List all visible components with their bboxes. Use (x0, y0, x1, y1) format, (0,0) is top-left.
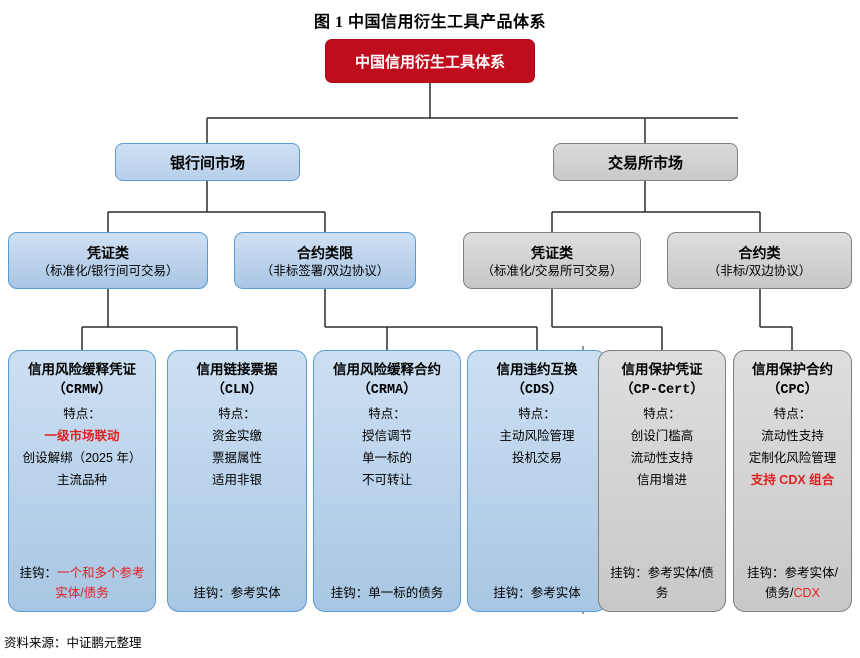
product-link: 挂钩：参考实体 (473, 583, 601, 603)
product-abbr: （CRMA） (357, 383, 417, 398)
product-feature: 适用非银 (211, 473, 262, 487)
product-link-value: 参考实体 (530, 586, 581, 600)
product-link-suffix: CDX (793, 586, 820, 600)
product-name: 信用违约互换 (496, 362, 578, 377)
product-link-value: 参考实体 (230, 586, 281, 600)
product-feature: 一级市场联动 (44, 429, 120, 443)
product-name: 信用风险缓释凭证 (28, 362, 136, 377)
product-feature: 不可转让 (361, 473, 412, 487)
node-category-interbank-certificate[interactable]: 凭证类 （标准化/银行间可交易） (8, 232, 208, 289)
product-feature-label: 特点： (773, 407, 812, 421)
node-root-label: 中国信用衍生工具体系 (354, 53, 505, 71)
node-market-interbank[interactable]: 银行间市场 (115, 143, 300, 181)
product-abbr: （CRMW） (52, 383, 112, 398)
product-abbr: （CDS） (511, 383, 563, 398)
node-category-interbank-contract[interactable]: 合约类限 （非标签署/双边协议） (234, 232, 416, 289)
product-abbr: （CP-Cert） (620, 383, 704, 398)
category-head: 凭证类 (531, 244, 573, 261)
product-feature: 主动风险管理 (499, 429, 575, 443)
product-abbr: （CPC） (766, 383, 819, 398)
product-link-value: 参考实体/债务 (647, 566, 714, 600)
product-link: 挂钩：参考实体 (173, 583, 301, 603)
product-feature-label: 特点： (63, 407, 101, 421)
product-feature: 资金实缴 (211, 429, 262, 443)
product-feature: 投机交易 (511, 451, 562, 465)
category-head: 合约类 (738, 244, 781, 261)
product-link-value: 一个和多个参考实体/债务 (55, 566, 145, 600)
product-feature: 支持 CDX 组合 (750, 473, 835, 487)
product-link: 挂钩：一个和多个参考实体/债务 (14, 563, 150, 603)
product-feature: 创设门槛高 (630, 429, 694, 443)
category-head: 合约类限 (297, 244, 353, 261)
node-root[interactable]: 中国信用衍生工具体系 (325, 39, 535, 83)
product-feature: 授信调节 (361, 429, 412, 443)
product-link-prefix: 挂钩： (493, 586, 531, 600)
node-market-interbank-label: 银行间市场 (169, 154, 245, 172)
node-market-exchange[interactable]: 交易所市场 (553, 143, 738, 181)
category-head: 凭证类 (87, 244, 129, 261)
product-link: 挂钩：单一标的债务 (319, 583, 455, 603)
product-card-cds[interactable]: 信用违约互换 （CDS） 特点： 主动风险管理投机交易挂钩：参考实体 (467, 350, 607, 612)
product-card-crmw[interactable]: 信用风险缓释凭证 （CRMW） 特点： 一级市场联动创设解绑（2025 年） 主流品种挂… (8, 350, 156, 612)
product-link-prefix: 挂钩： (747, 566, 785, 580)
product-name: 信用风险缓释合约 (333, 362, 441, 377)
product-link-prefix: 挂钩： (193, 586, 231, 600)
product-feature: 信用增进 (636, 473, 687, 487)
category-sub: （非标/双边协议） (707, 263, 812, 278)
node-market-exchange-label: 交易所市场 (607, 154, 683, 172)
product-feature: 单一标的 (361, 451, 412, 465)
product-feature-label: 特点： (368, 407, 406, 421)
product-link: 挂钩：参考实体/债务 (604, 563, 720, 603)
product-feature-label: 特点： (218, 407, 256, 421)
product-abbr: （CLN） (211, 383, 263, 398)
product-link-prefix: 挂钩： (330, 586, 369, 600)
category-sub: （标准化/银行间可交易） (37, 263, 179, 278)
figure-title: 图 1 中国信用衍生工具产品体系 (313, 14, 546, 31)
product-feature-label: 特点： (643, 407, 681, 421)
product-name: 信用链接票据 (196, 362, 278, 377)
product-card-cln[interactable]: 信用链接票据 （CLN） 特点： 资金实缴票据属性适用非银挂钩：参考实体 (167, 350, 307, 612)
product-name: 信用保护凭证 (621, 362, 703, 377)
figure-source: 资料来源：中证鹏元整理 (4, 636, 142, 650)
product-link-prefix: 挂钩： (19, 566, 57, 580)
product-link-value: 参考实体/债务/ (765, 566, 838, 600)
product-feature: 流动性支持 (630, 451, 694, 465)
product-feature: 创设解绑（2025 年） (22, 451, 142, 465)
category-sub: （标准化/交易所可交易） (481, 263, 623, 278)
node-category-exchange-contract[interactable]: 合约类 （非标/双边协议） (667, 232, 852, 289)
product-feature: 主流品种 (56, 473, 107, 487)
product-feature-label: 特点： (518, 407, 556, 421)
category-sub: （非标签署/双边协议） (260, 263, 390, 278)
product-card-cp-cert[interactable]: 信用保护凭证 （CP-Cert） 特点： 创设门槛高流动性支持信用增进挂钩：参考实体/… (598, 350, 726, 612)
product-feature: 定制化风险管理 (748, 451, 837, 465)
product-link-prefix: 挂钩： (610, 566, 648, 580)
node-category-exchange-certificate[interactable]: 凭证类 （标准化/交易所可交易） (463, 232, 641, 289)
product-link-value: 单一标的债务 (368, 586, 444, 600)
product-card-crma[interactable]: 信用风险缓释合约 （CRMA） 特点： 授信调节单一标的不可转让挂钩：单一标的债务 (313, 350, 461, 612)
product-feature: 流动性支持 (761, 429, 824, 443)
product-link: 挂钩：参考实体/债务/CDX (739, 563, 846, 603)
product-card-cpc[interactable]: 信用保护合约（CPC）特点：流动性支持定制化风险管理支持 CDX 组合挂钩：参考… (733, 350, 852, 612)
product-feature: 票据属性 (211, 451, 262, 465)
product-name: 信用保护合约 (752, 362, 833, 377)
